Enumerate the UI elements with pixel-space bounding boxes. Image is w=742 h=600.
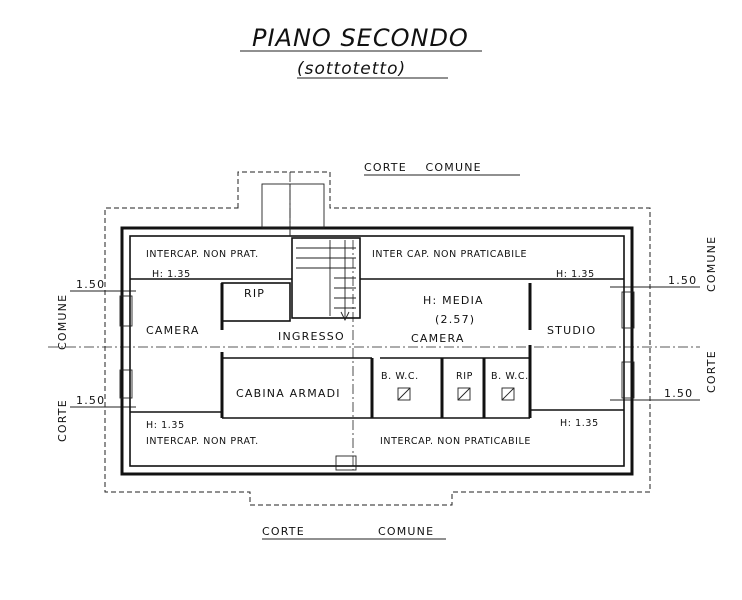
dim-label-left-bottom: 1.50 <box>76 394 105 407</box>
room-label-camera-center: CAMERA <box>411 332 465 345</box>
bath2-fixture <box>501 387 515 401</box>
room-label-studio: STUDIO <box>547 324 596 337</box>
plan-title: PIANO SECONDO <box>252 24 469 52</box>
room-height-bottom-right: H: 1.35 <box>560 418 599 429</box>
exterior-wall-outer <box>120 226 634 476</box>
room-label-intercap-top-right: INTER CAP. NON PRATICABILE <box>372 249 527 260</box>
dim-label-right-top: 1.50 <box>668 274 697 287</box>
eave-outline <box>104 171 651 506</box>
courtyard-label-bottom-right: COMUNE <box>378 525 434 538</box>
stair-arrow <box>340 240 350 322</box>
dim-label-right-bottom: 1.50 <box>664 387 693 400</box>
courtyard-label-right-upper: COMUNE <box>705 236 718 292</box>
room-label-bwc-2: B. W.C. <box>491 371 529 382</box>
rip-fixture <box>457 387 471 401</box>
room-label-rip-top: RIP <box>244 287 265 300</box>
room-label-intercap-top-left: INTERCAP. NON PRAT. <box>146 249 259 260</box>
courtyard-label-left-lower: CORTE <box>56 399 69 442</box>
plan-subtitle: (sottotetto) <box>297 59 406 79</box>
room-label-cabina-armadi: CABINA ARMADI <box>236 387 341 400</box>
room-label-bwc-1: B. W.C. <box>381 371 419 382</box>
room-height-top-right: H: 1.35 <box>556 269 595 280</box>
stair-well <box>291 237 361 319</box>
courtyard-label-bottom-left: CORTE <box>262 525 305 538</box>
room-label-camera-left: CAMERA <box>146 324 200 337</box>
exterior-wall-inner <box>129 235 625 467</box>
entry-projection <box>261 183 325 229</box>
door-bottom-center <box>335 455 357 471</box>
room-label-intercap-bottom-left: INTERCAP. NON PRAT. <box>146 436 259 447</box>
stair-treads <box>296 240 356 316</box>
windows <box>119 291 635 399</box>
room-height-bottom-left: H: 1.35 <box>146 420 185 431</box>
courtyard-label-top: CORTE COMUNE <box>364 161 482 174</box>
dim-label-left-top: 1.50 <box>76 278 105 291</box>
courtyard-label-left-upper: COMUNE <box>56 294 69 350</box>
room-label-ingresso: INGRESSO <box>278 330 345 343</box>
room-label-h-media-value: (2.57) <box>435 313 475 326</box>
room-height-top-left: H: 1.35 <box>152 269 191 280</box>
courtyard-label-right-lower: CORTE <box>705 350 718 393</box>
bath1-fixture <box>397 387 411 401</box>
room-label-rip-bottom: RIP <box>456 371 473 382</box>
room-label-intercap-bottom-right: INTERCAP. NON PRATICABILE <box>380 436 531 447</box>
room-label-h-media: H: MEDIA <box>423 294 484 307</box>
